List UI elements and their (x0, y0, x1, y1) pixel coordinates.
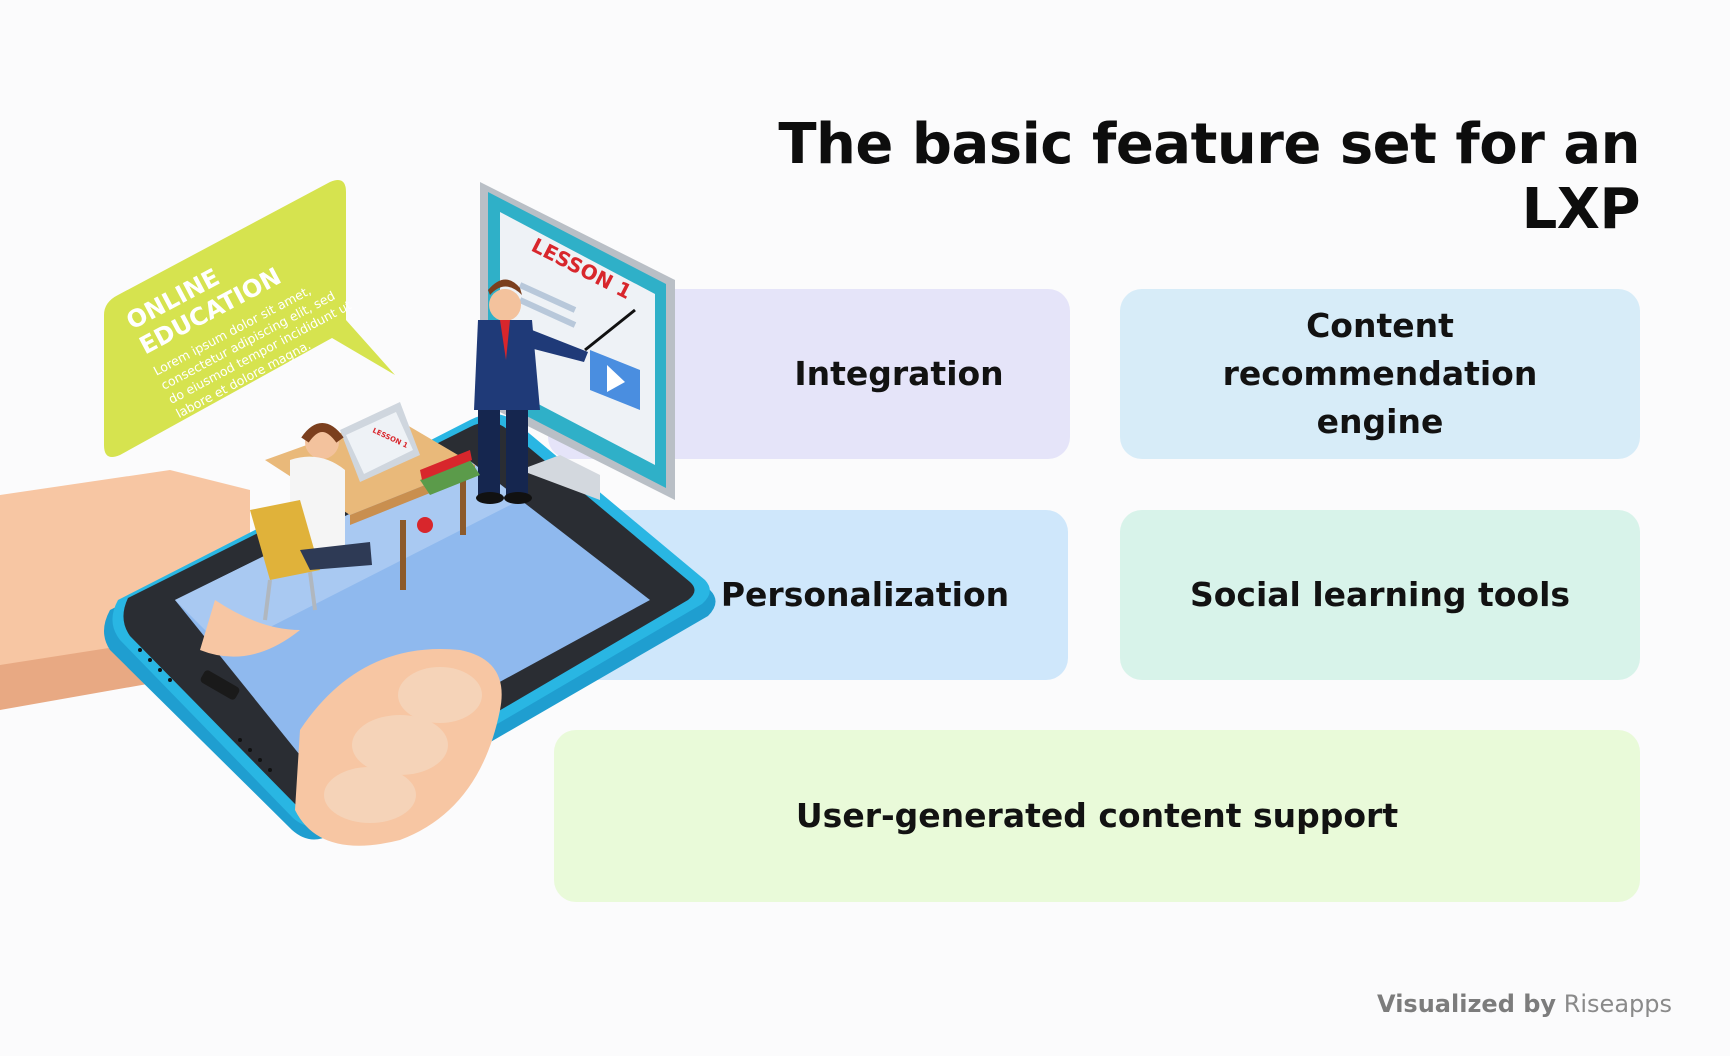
feature-label-personalization: Personalization (720, 575, 1010, 615)
student-at-desk: LESSON 1 (250, 402, 480, 621)
page-title: The basic feature set for an LXP (778, 112, 1640, 242)
arm (0, 470, 250, 690)
monitor: LESSON 1 (480, 182, 675, 500)
feature-label-user-generated-content: User-generated content support (795, 796, 1399, 836)
hand (200, 600, 502, 846)
teacher-figure (474, 279, 636, 504)
speech-bubble: ONLINE EDUCATION Lorem ipsum dolor sit a… (104, 179, 395, 458)
feature-label-social-learning: Social learning tools (1189, 575, 1571, 615)
feature-card-content-recommendation: Content recommendation engine (1120, 289, 1640, 459)
attribution-prefix: Visualized by (1377, 990, 1557, 1018)
feature-label-content-recommendation: Content recommendation engine (1222, 306, 1538, 441)
attribution-brand: Riseapps (1563, 990, 1672, 1018)
feature-label-integration: Integration (794, 354, 1004, 394)
online-education-illustration: ONLINE EDUCATION Lorem ipsum dolor sit a… (0, 179, 716, 846)
feature-card-social-learning: Social learning tools (1120, 510, 1640, 680)
attribution: Visualized by Riseapps (1377, 990, 1672, 1018)
smartphone (104, 413, 716, 840)
feature-card-user-generated-content: User-generated content support (554, 730, 1640, 902)
